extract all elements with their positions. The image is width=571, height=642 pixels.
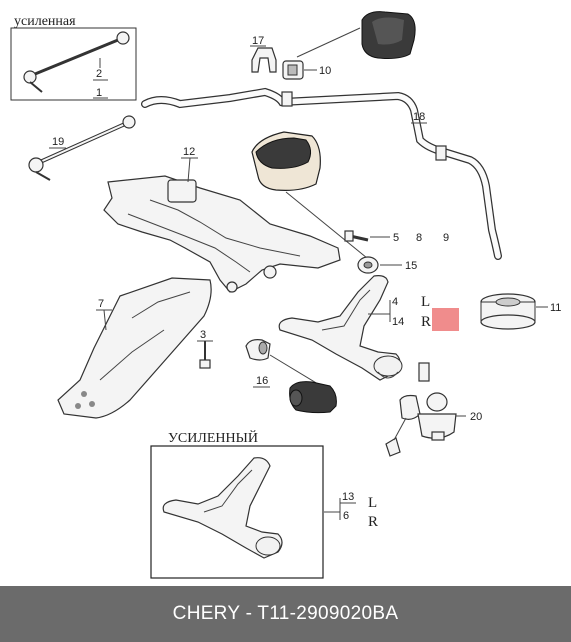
stabilizer-bar [141, 87, 502, 260]
splash-shield [57, 277, 212, 419]
callout-9: 9 [443, 232, 449, 244]
callout-18: 18 [413, 111, 425, 123]
reinforced-link-inset: усиленная [10, 14, 137, 101]
stabilizer-link-19 [28, 115, 136, 181]
bushing-15 [357, 256, 379, 274]
callout-19: 19 [52, 136, 64, 148]
bolt-5 [344, 230, 369, 242]
reinforced-label-m: УСИЛЕННЫЙ [168, 429, 258, 446]
side-right-label: R [421, 314, 431, 330]
callout-11: 11 [550, 302, 561, 314]
callout-17: 17 [252, 35, 264, 47]
reinforced-label-f: усиленная [14, 14, 76, 29]
callout-2: 2 [96, 68, 102, 80]
ball-joint-20 [385, 362, 457, 457]
arm-bushing-photo [251, 131, 321, 191]
highlight-marker [432, 308, 459, 331]
bushing-11 [480, 293, 536, 330]
reinforced-arm-inset: УСИЛЕННЫЙ [150, 429, 324, 579]
callout-1: 1 [96, 87, 102, 99]
callout-10: 10 [319, 65, 331, 77]
bolt-3 [199, 341, 211, 369]
callout-16: 16 [256, 375, 268, 387]
callout-12: 12 [183, 146, 195, 158]
lower-control-arm [278, 275, 403, 381]
callout-14: 14 [392, 316, 404, 328]
clamp-bracket [251, 47, 277, 73]
callout-6: 6 [343, 510, 349, 522]
small-bushing-10 [282, 60, 304, 80]
side-left-label-2: L [368, 495, 377, 511]
arm-bushing-photo-16 [289, 381, 337, 414]
callout-5: 5 [393, 232, 399, 244]
part-number-caption: CHERY - T11-2909020BA [0, 586, 571, 642]
callout-3: 3 [200, 329, 206, 341]
side-left-label: L [421, 294, 430, 310]
callout-8: 8 [416, 232, 422, 244]
arm-bushing-16 [245, 339, 271, 361]
callout-4: 4 [392, 296, 398, 308]
callout-15: 15 [405, 260, 417, 272]
stabilizer-bushing-photo [361, 11, 416, 59]
subframe [103, 175, 341, 293]
callout-7: 7 [98, 298, 104, 310]
side-right-label-2: R [368, 514, 378, 530]
callout-13: 13 [342, 491, 354, 503]
callout-20: 20 [470, 411, 482, 423]
